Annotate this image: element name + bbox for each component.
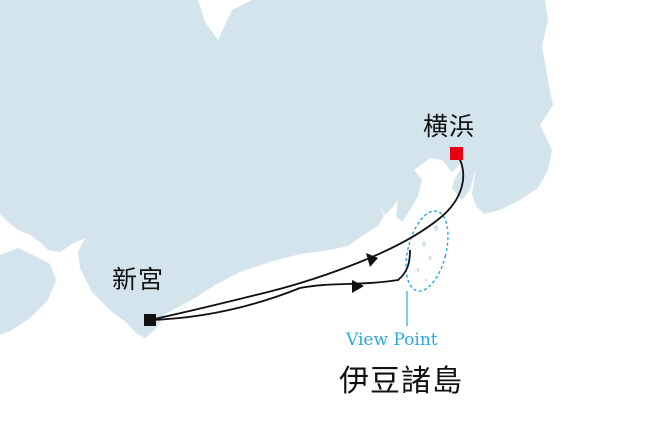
honshu-landmass	[0, 0, 553, 258]
kii-peninsula	[78, 196, 384, 338]
route-direction-arrow	[366, 253, 378, 267]
boso-peninsula	[472, 125, 552, 214]
island	[422, 241, 426, 247]
shingu-label: 新宮	[112, 265, 165, 294]
route-line-return	[149, 249, 411, 321]
view-point-label: View Point	[346, 330, 438, 350]
island	[433, 225, 439, 231]
yokohama-marker	[450, 147, 463, 160]
island	[424, 278, 428, 282]
shikoku-landmass	[0, 248, 56, 335]
island	[428, 255, 432, 261]
island	[416, 268, 420, 272]
shingu-marker	[144, 314, 156, 326]
route-direction-arrow	[352, 280, 364, 293]
izu-peninsula	[396, 170, 422, 222]
izu-islands-label: 伊豆諸島	[339, 364, 463, 399]
view-point-area	[405, 210, 449, 292]
yokohama-label: 横浜	[423, 112, 476, 141]
route-line-outbound	[149, 153, 465, 321]
